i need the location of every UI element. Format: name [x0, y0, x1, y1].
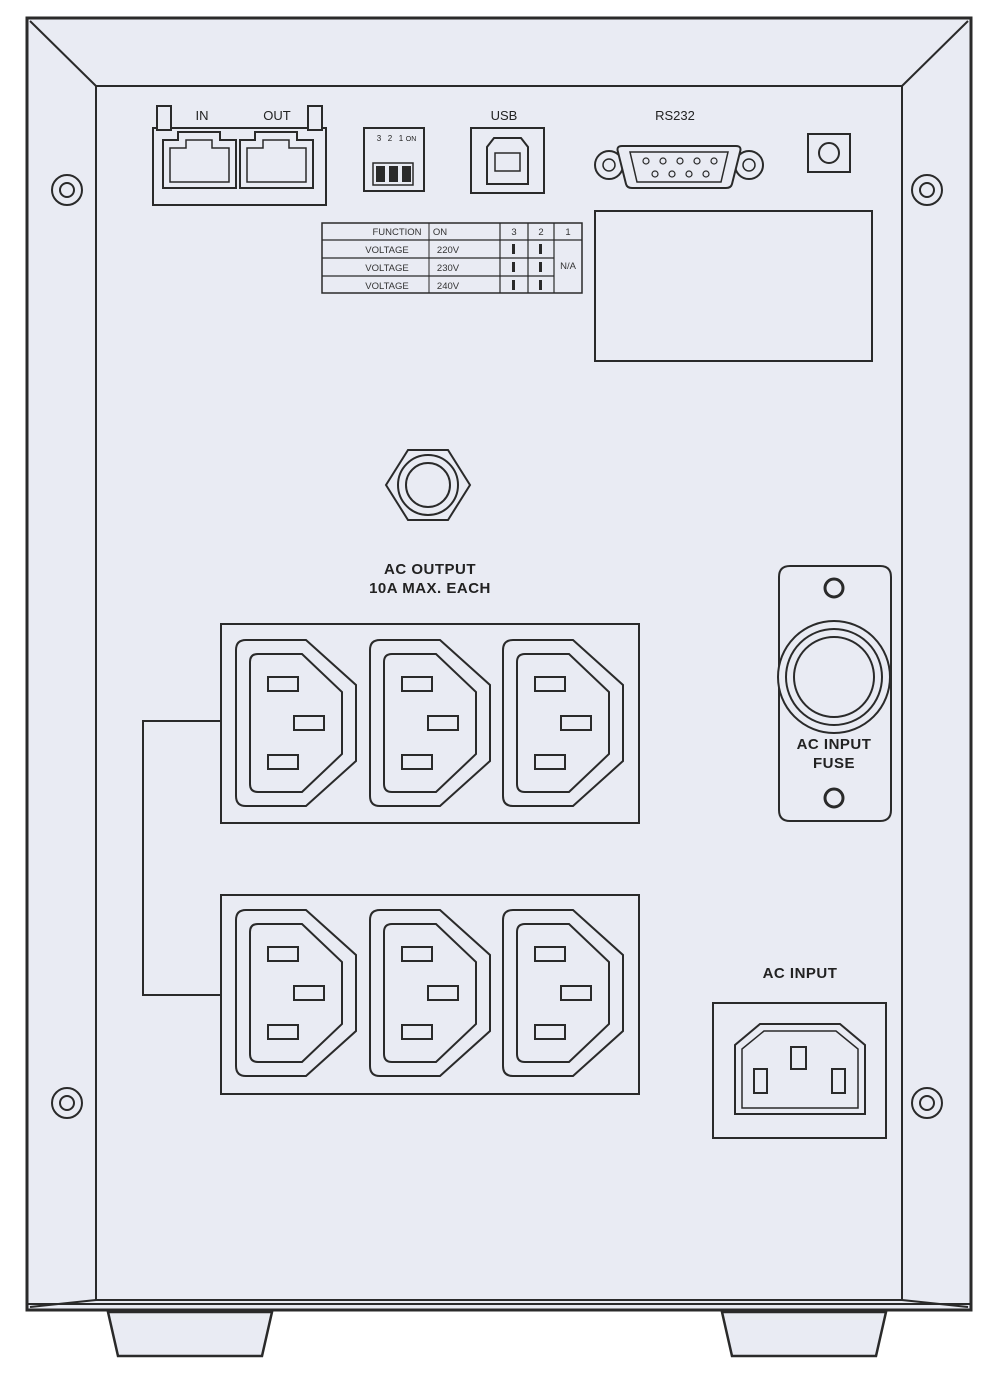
iec-c13-outlet-icon[interactable] [235, 639, 357, 807]
rs232-port: RS232 [594, 108, 764, 189]
iec-c14-inlet-icon[interactable] [734, 1023, 866, 1115]
ac-output-rating: 10A MAX. EACH [369, 580, 491, 597]
usb-port: USB [470, 108, 545, 194]
table-switch-marks [512, 244, 542, 290]
iec-c13-outlet-icon[interactable] [502, 639, 624, 807]
rj45-in-label: IN [196, 108, 209, 123]
dip-number-2: 2 [388, 134, 393, 143]
outlet-group-bracket [142, 720, 222, 996]
rj45-out-label: OUT [263, 108, 291, 123]
table-row-value: 220V [437, 245, 460, 256]
screw-icon [911, 174, 943, 206]
table-row-function: VOLTAGE [365, 263, 408, 274]
iec-c13-outlet-icon[interactable] [369, 909, 491, 1077]
table-header-2: 2 [538, 227, 543, 238]
dip-switch[interactable]: ON 3 2 1 [363, 127, 425, 192]
db9-connector-icon[interactable] [594, 145, 764, 189]
table-row-value: 230V [437, 263, 460, 274]
iec-c13-outlet-icon[interactable] [235, 909, 357, 1077]
table-header-3: 3 [511, 227, 516, 238]
fuse-label-line1: AC INPUT [797, 736, 872, 753]
ac-input: AC INPUT [712, 965, 887, 1139]
reset-button[interactable] [807, 133, 851, 173]
circuit-breaker-icon[interactable] [384, 449, 472, 521]
rs232-label: RS232 [655, 108, 695, 123]
ac-input-label: AC INPUT [763, 965, 838, 982]
ac-outlets [235, 639, 624, 1077]
iec-c13-outlet-icon[interactable] [369, 639, 491, 807]
ac-output-title: AC OUTPUT [384, 561, 476, 578]
fuse-holder: AC INPUT FUSE [777, 565, 892, 822]
table-row-value: 240V [437, 281, 460, 292]
screws [51, 174, 943, 1119]
rj45-port-icon[interactable] [162, 131, 237, 189]
table-row-function: VOLTAGE [365, 245, 408, 256]
usb-label: USB [491, 108, 518, 123]
screw-icon [51, 174, 83, 206]
screw-icon [911, 1087, 943, 1119]
iec-c13-outlet-icon[interactable] [502, 909, 624, 1077]
rj45-port-icon[interactable] [239, 131, 314, 189]
foot-left [106, 1310, 274, 1358]
usb-b-port-icon[interactable] [486, 137, 529, 185]
dip-on-mark: ON [406, 136, 417, 143]
foot-right [720, 1310, 888, 1358]
rating-label-area [594, 210, 873, 362]
table-row-function: VOLTAGE [365, 281, 408, 292]
rj45-ports: IN OUT [152, 105, 327, 206]
bevel-top-left [29, 20, 97, 87]
screw-icon [51, 1087, 83, 1119]
table-header-1: 1 [565, 227, 570, 238]
table-na-note: N/A [560, 261, 577, 272]
function-table: FUNCTION ON 3 2 1 VOLTAGE 220V VOLTAGE 2… [321, 222, 583, 294]
ac-output-label: AC OUTPUT 10A MAX. EACH [369, 561, 491, 597]
table-header-on: ON [433, 227, 447, 238]
bevel-top-right [901, 20, 969, 87]
dip-number-1: 1 [399, 134, 404, 143]
fuse-label-line2: FUSE [813, 755, 855, 772]
table-header-function: FUNCTION [372, 227, 421, 238]
feet [106, 1310, 888, 1358]
fuse-holder-icon[interactable] [777, 620, 891, 734]
dip-number-3: 3 [377, 134, 382, 143]
